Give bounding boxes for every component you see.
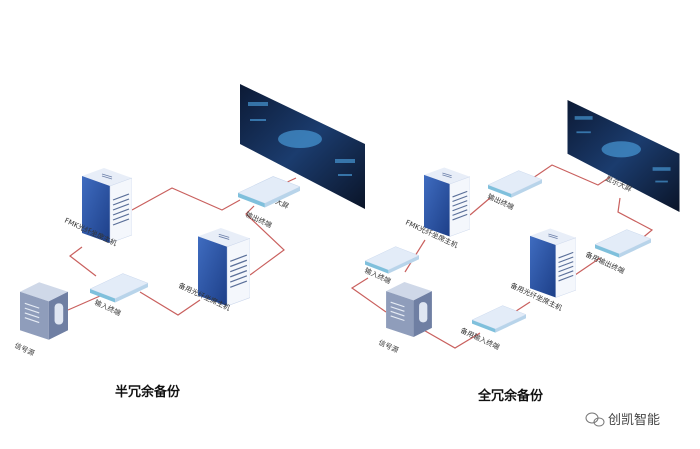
right-fmk-host xyxy=(424,166,470,238)
right-display-screen xyxy=(567,100,680,212)
watermark-text: 创凯智能 xyxy=(608,413,660,428)
left-wires xyxy=(67,177,297,316)
right-signal-source-label: 信号源 xyxy=(377,338,400,355)
right-backup-output-terminal xyxy=(595,229,651,259)
right-signal-source xyxy=(386,282,432,337)
left-output-terminal xyxy=(238,176,300,208)
wechat-icon xyxy=(585,412,605,427)
left-title: 半冗余备份 xyxy=(115,384,181,400)
right-title: 全冗余备份 xyxy=(477,388,544,404)
left-signal-source xyxy=(20,282,68,340)
left-input-terminal xyxy=(90,273,148,304)
right-backup-host xyxy=(530,227,576,299)
left-signal-source-label: 信号源 xyxy=(13,341,36,358)
right-output-terminal xyxy=(488,170,542,199)
